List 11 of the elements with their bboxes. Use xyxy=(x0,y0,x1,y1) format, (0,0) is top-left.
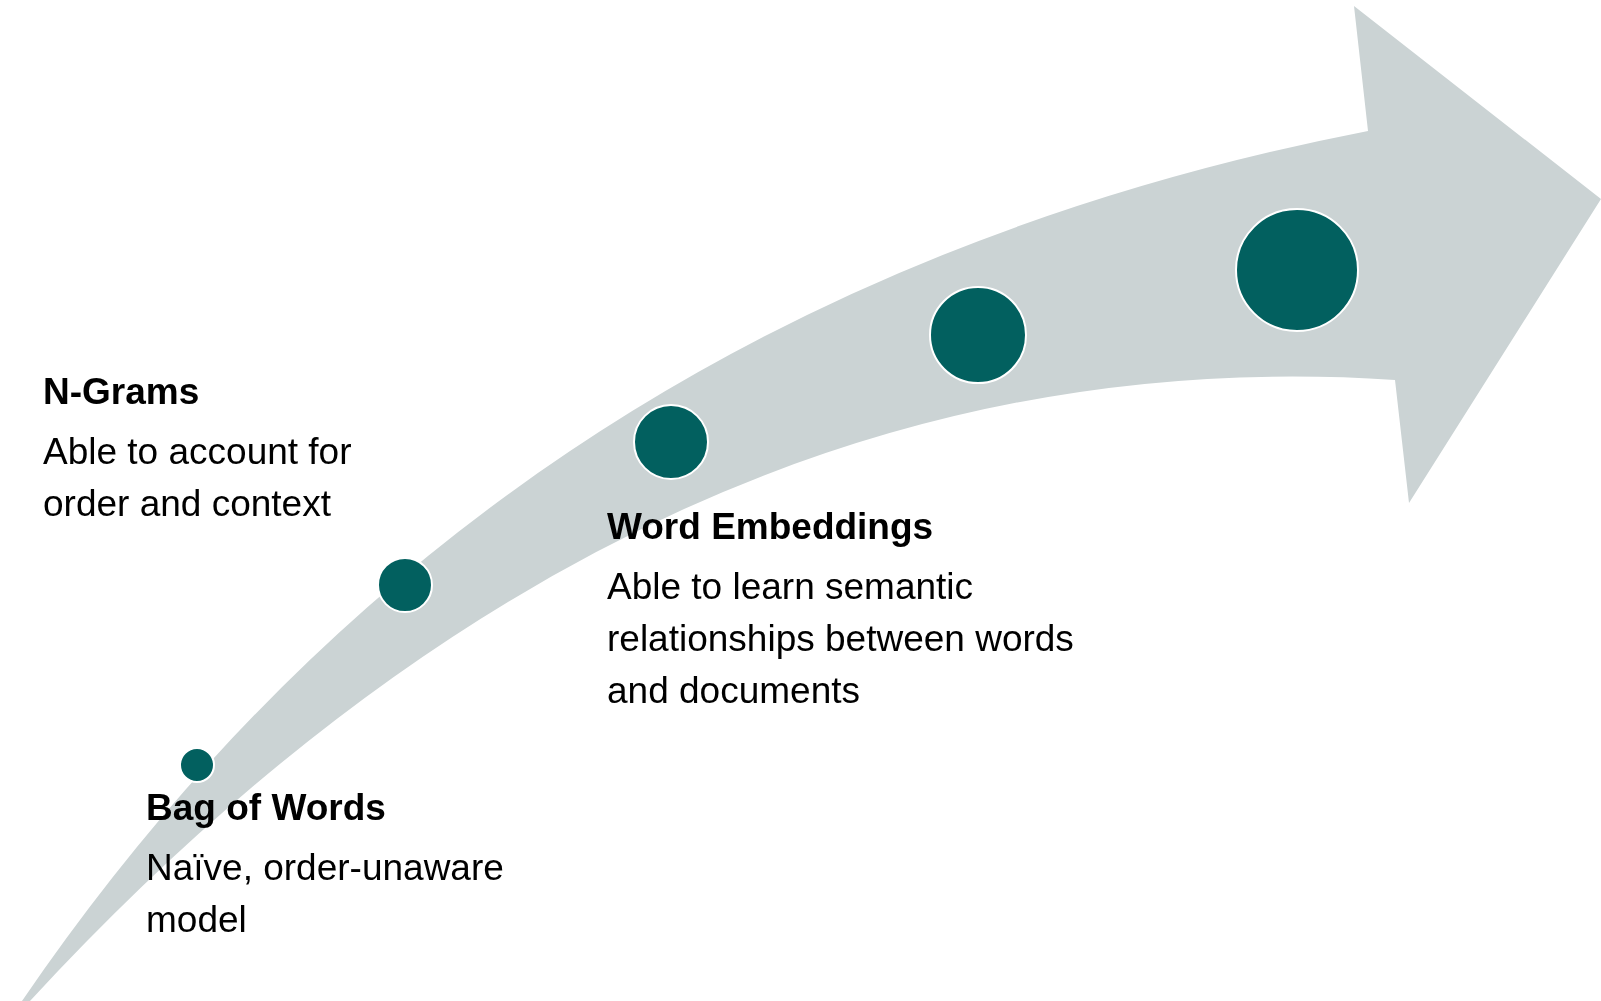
milestone-circle xyxy=(633,404,709,480)
milestone-heading: N-Grams xyxy=(43,370,201,414)
milestone-circle xyxy=(929,286,1027,384)
milestone-description: Naïve, order-unaware model xyxy=(146,846,505,942)
milestone-heading: Word Embeddings xyxy=(607,505,935,549)
milestone-description: Able to learn semantic relationships between words and documents xyxy=(607,565,1075,713)
milestone-circle xyxy=(377,557,433,613)
milestone-circle xyxy=(179,747,215,783)
milestone-circle xyxy=(1235,208,1359,332)
milestone-description: Able to account for order and context xyxy=(43,430,353,526)
milestone-heading: Bag of Words xyxy=(146,786,387,830)
